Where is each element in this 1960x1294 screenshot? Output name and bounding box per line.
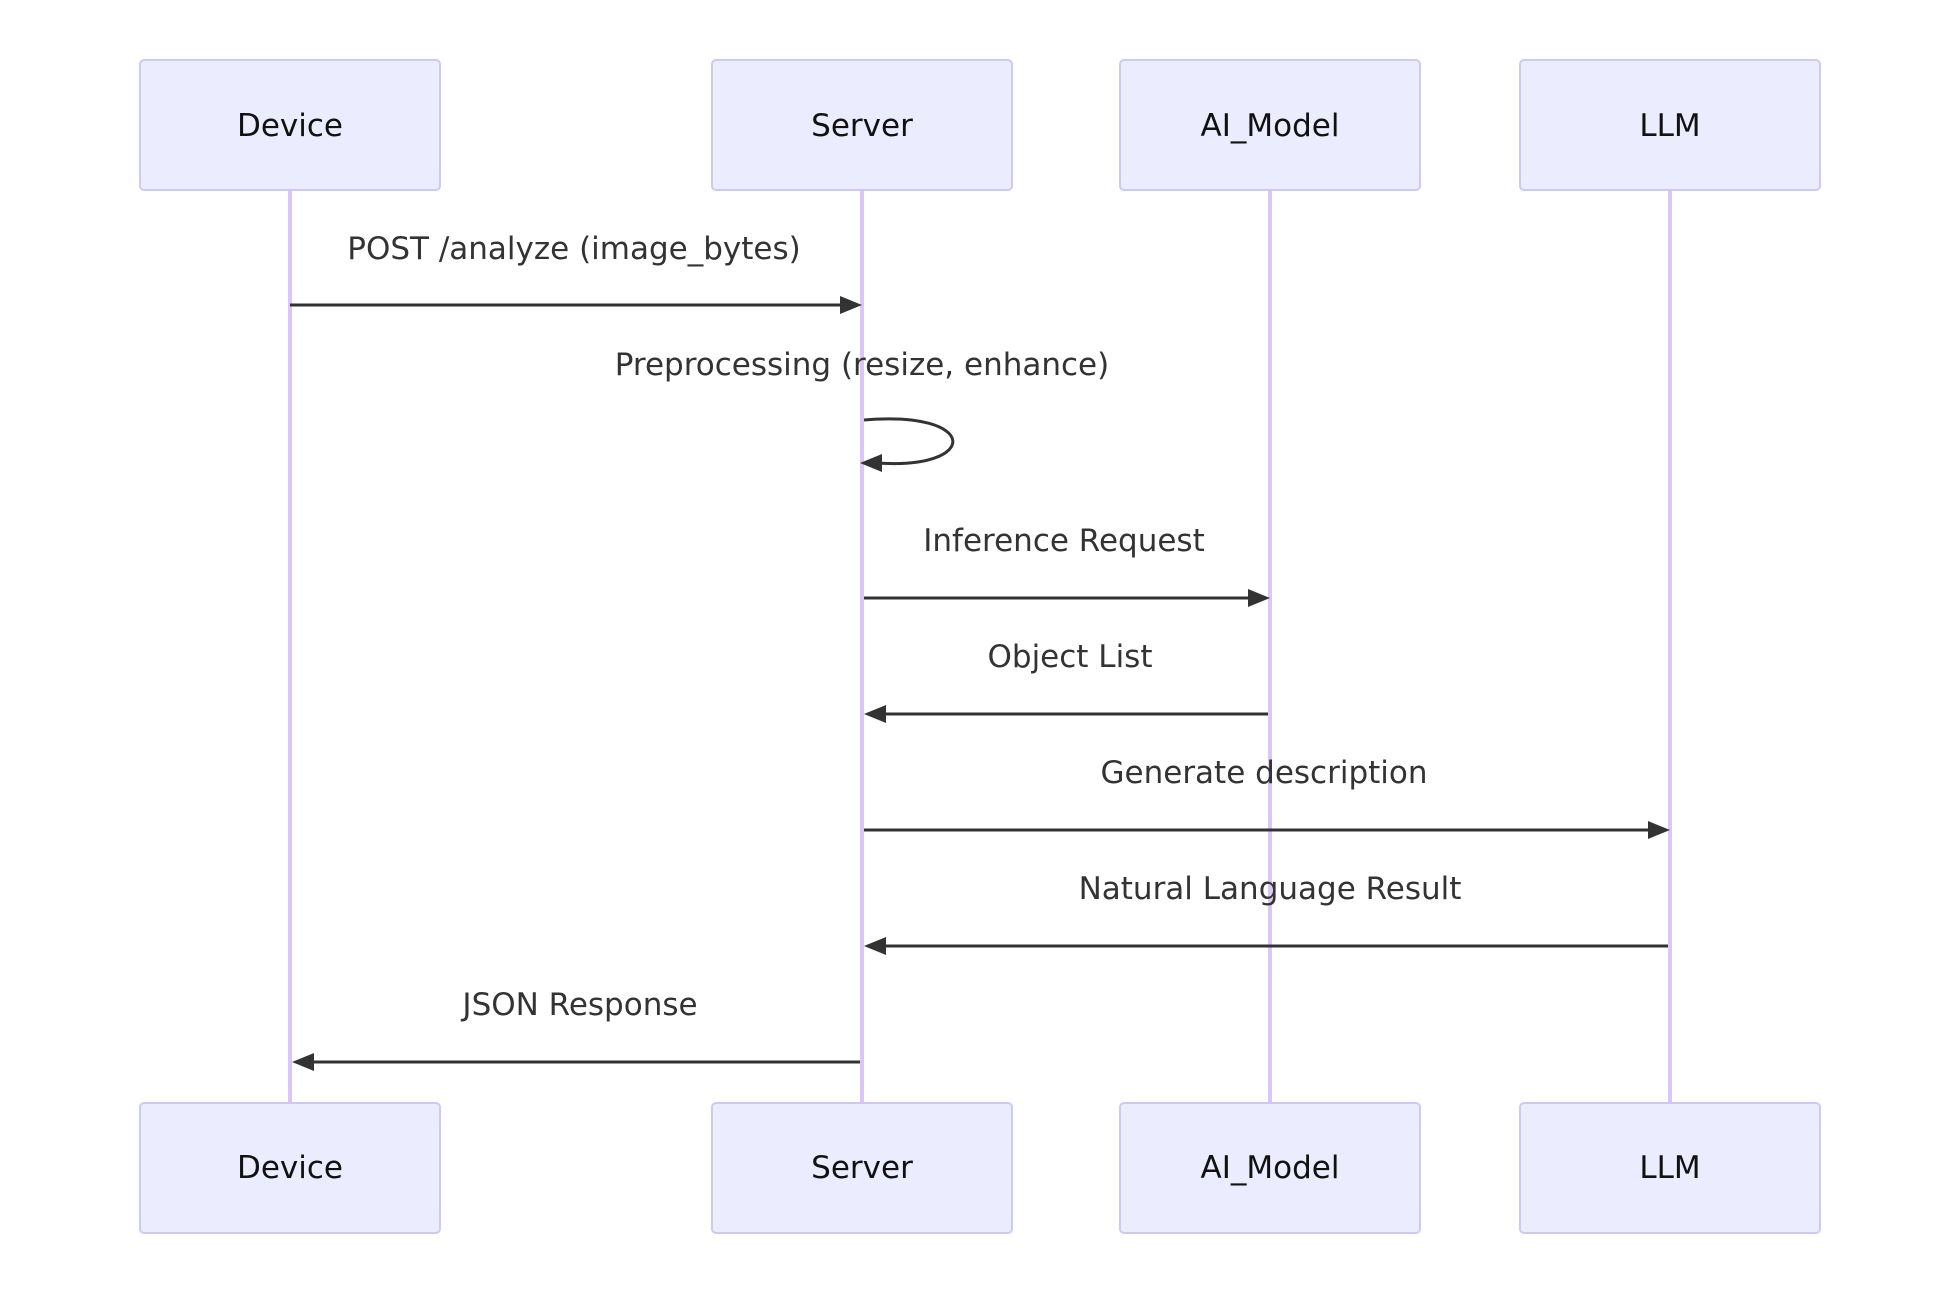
message-label: Preprocessing (resize, enhance) [615,347,1109,383]
participant-device-top: Device [139,59,441,191]
arrowhead-icon [1248,589,1270,607]
message-label: Generate description [1101,755,1428,791]
arrowhead-icon [1648,821,1670,839]
participant-label: Device [237,108,343,144]
arrowhead-icon [860,454,882,472]
message-label: Natural Language Result [1079,871,1462,907]
participant-ai-model-bottom: AI_Model [1119,1102,1421,1234]
participant-llm-top: LLM [1519,59,1821,191]
participant-label: Device [237,1150,343,1186]
participant-label: LLM [1639,1150,1700,1186]
messages: POST /analyze (image_bytes) Preprocessin… [290,231,1670,1071]
participant-label: AI_Model [1201,1150,1340,1186]
participants-bottom: Device Server AI_Model LLM [139,1102,1821,1234]
message-self-loop-arrow [863,417,955,466]
message-inference-request: Inference Request [864,523,1270,607]
participant-llm-bottom: LLM [1519,1102,1821,1234]
lifelines [288,190,1672,1103]
message-natural-language-result: Natural Language Result [864,871,1668,955]
participant-label: Server [811,108,913,144]
arrowhead-icon [864,705,886,723]
participant-label: AI_Model [1201,108,1340,144]
participant-device-bottom: Device [139,1102,441,1234]
arrowhead-icon [864,937,886,955]
message-json-response: JSON Response [292,987,860,1071]
arrowhead-icon [292,1053,314,1071]
message-label: JSON Response [460,987,697,1023]
participant-server-top: Server [711,59,1013,191]
message-object-list: Object List [864,639,1268,723]
message-post-analyze: POST /analyze (image_bytes) [290,231,862,314]
message-label: POST /analyze (image_bytes) [347,231,800,267]
message-label: Inference Request [923,523,1204,559]
participant-label: Server [811,1150,913,1186]
participant-server-bottom: Server [711,1102,1013,1234]
participant-ai-model-top: AI_Model [1119,59,1421,191]
participant-label: LLM [1639,108,1700,144]
message-preprocessing: Preprocessing (resize, enhance) [615,347,1109,472]
participants-top: Device Server AI_Model LLM [139,59,1821,191]
message-generate-description: Generate description [864,755,1670,839]
message-label: Object List [987,639,1152,675]
arrowhead-icon [840,296,862,314]
